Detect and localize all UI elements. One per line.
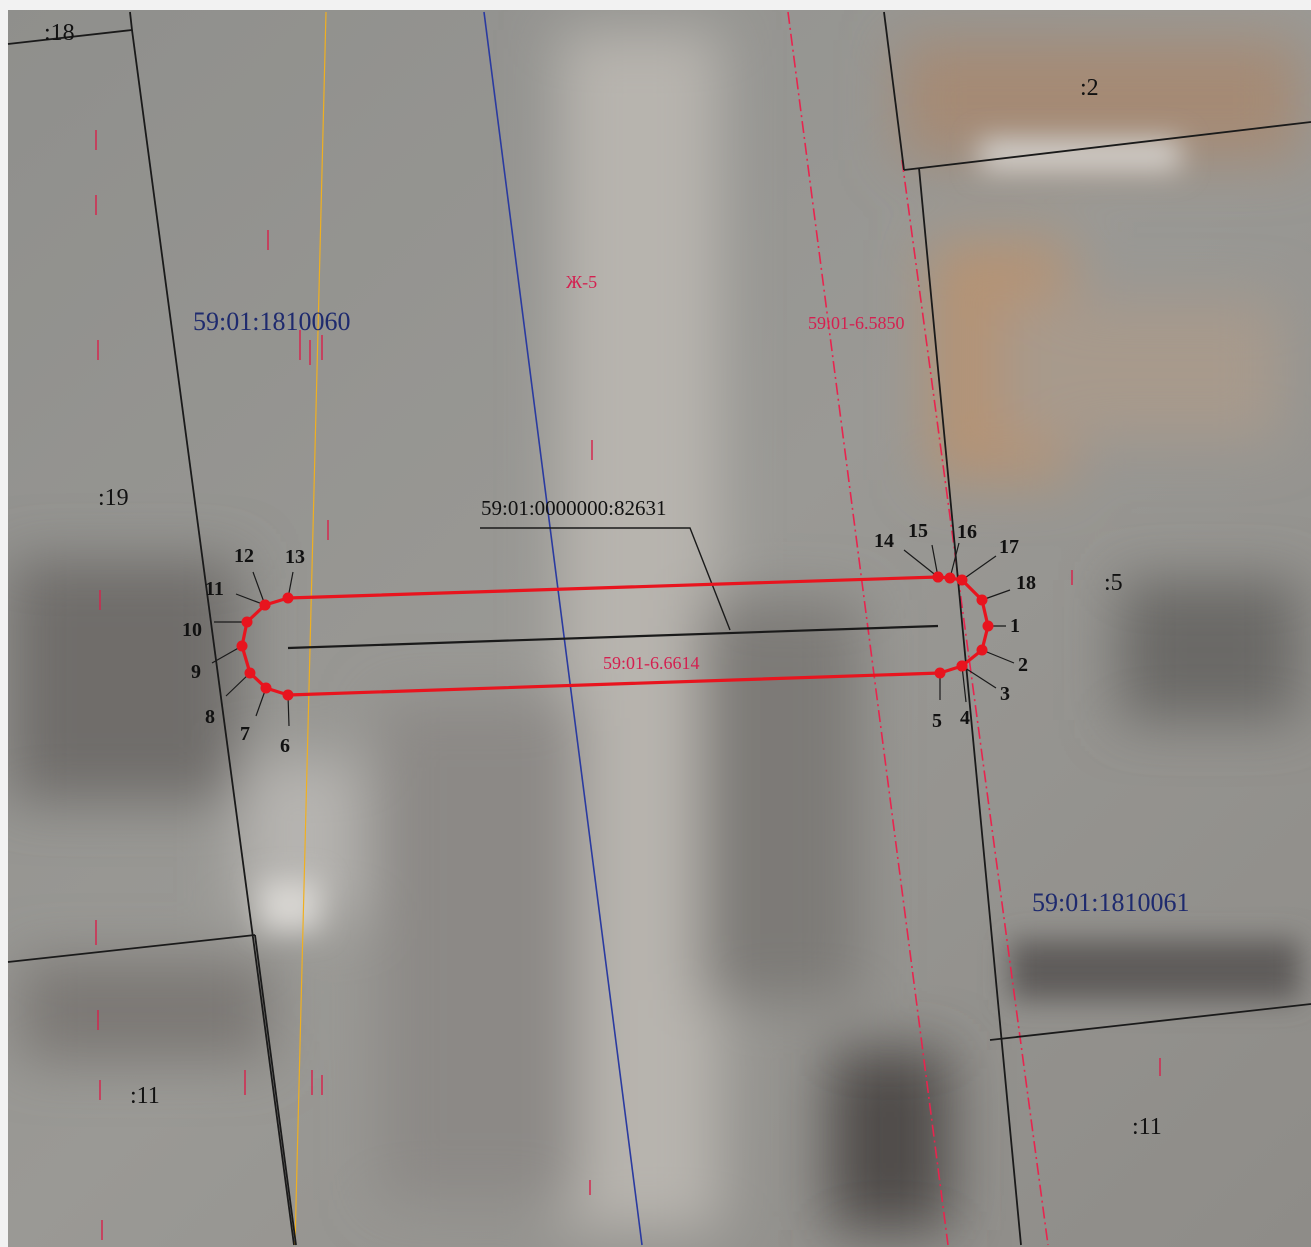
boundary-point-2[interactable] xyxy=(976,644,988,656)
point-leader-2 xyxy=(981,649,1015,664)
zone-label-zh5: Ж-5 xyxy=(566,272,597,292)
boundary-point-1[interactable] xyxy=(982,620,994,632)
parcel-label-east: 59:01:1810061 xyxy=(1032,888,1189,917)
boundary-point-label-8: 8 xyxy=(205,706,215,728)
parcel-boundaries xyxy=(7,11,1311,1246)
utility-line-yellow xyxy=(294,11,327,1246)
boundary-point-9[interactable] xyxy=(236,640,248,652)
boundary-point-label-13: 13 xyxy=(285,546,305,568)
map-labels: 59:01:1810060 59:01:1810061 :18 :2 :19 :… xyxy=(44,20,1189,1140)
boundary-point-label-5: 5 xyxy=(932,710,942,732)
zone-6614-boundary xyxy=(240,575,990,697)
boundary-point-label-3: 3 xyxy=(1000,683,1010,705)
boundary-point-label-2: 2 xyxy=(1018,654,1028,676)
point-leader-4 xyxy=(961,665,967,703)
street-centerline xyxy=(483,11,643,1246)
boundary-point-label-10: 10 xyxy=(182,619,202,641)
boundary-point-16[interactable] xyxy=(944,572,956,584)
boundary-point-17[interactable] xyxy=(956,574,968,586)
quarter-label-18: :18 xyxy=(44,20,75,46)
boundary-point-label-17: 17 xyxy=(999,536,1019,558)
boundary-point-label-6: 6 xyxy=(280,735,290,757)
boundary-point-label-1: 1 xyxy=(1010,615,1020,637)
boundary-point-label-4: 4 xyxy=(960,707,970,729)
boundary-point-label-16: 16 xyxy=(957,521,977,543)
boundary-point-12[interactable] xyxy=(259,599,271,611)
boundary-point-4[interactable] xyxy=(956,660,968,672)
boundary-point-8[interactable] xyxy=(244,667,256,679)
quarter-label-2: :2 xyxy=(1080,75,1099,101)
quarter-label-11-left: :11 xyxy=(130,1083,160,1109)
point-leader-3 xyxy=(961,665,997,689)
parcel-label-west: 59:01:1810060 xyxy=(193,307,350,336)
boundary-point-6[interactable] xyxy=(282,689,294,701)
point-leader-16 xyxy=(949,542,960,579)
boundary-point-label-7: 7 xyxy=(240,723,250,745)
zone-label-6614: 59:01-6.6614 xyxy=(603,653,700,673)
quarter-label-19: :19 xyxy=(98,485,129,511)
point-leader-9 xyxy=(211,645,243,664)
boundary-point-label-15: 15 xyxy=(908,520,928,542)
boundary-point-7[interactable] xyxy=(260,682,272,694)
boundary-point-label-18: 18 xyxy=(1016,572,1036,594)
boundary-point-label-12: 12 xyxy=(234,545,254,567)
quarter-label-11-right: :11 xyxy=(1132,1114,1162,1140)
boundary-point-label-14: 14 xyxy=(874,530,894,552)
cadastral-object-label: 59:01:0000000:82631 xyxy=(481,496,667,520)
point-leader-8 xyxy=(225,672,251,697)
zone-label-5850: 59:01-6.5850 xyxy=(808,313,905,333)
tick-artifacts xyxy=(95,130,1161,1240)
cadastral-object-line xyxy=(287,527,939,650)
boundary-point-label-11: 11 xyxy=(205,578,224,600)
point-leader-12 xyxy=(252,571,266,606)
boundary-point-15[interactable] xyxy=(932,571,944,583)
boundary-point-label-9: 9 xyxy=(191,661,201,683)
quarter-label-5: :5 xyxy=(1104,570,1123,596)
boundary-point-13[interactable] xyxy=(282,592,294,604)
boundary-point-18[interactable] xyxy=(976,594,988,606)
boundary-point-10[interactable] xyxy=(241,616,253,628)
point-leader-14 xyxy=(903,549,939,578)
boundary-point-5[interactable] xyxy=(934,667,946,679)
point-leader-17 xyxy=(961,555,997,581)
